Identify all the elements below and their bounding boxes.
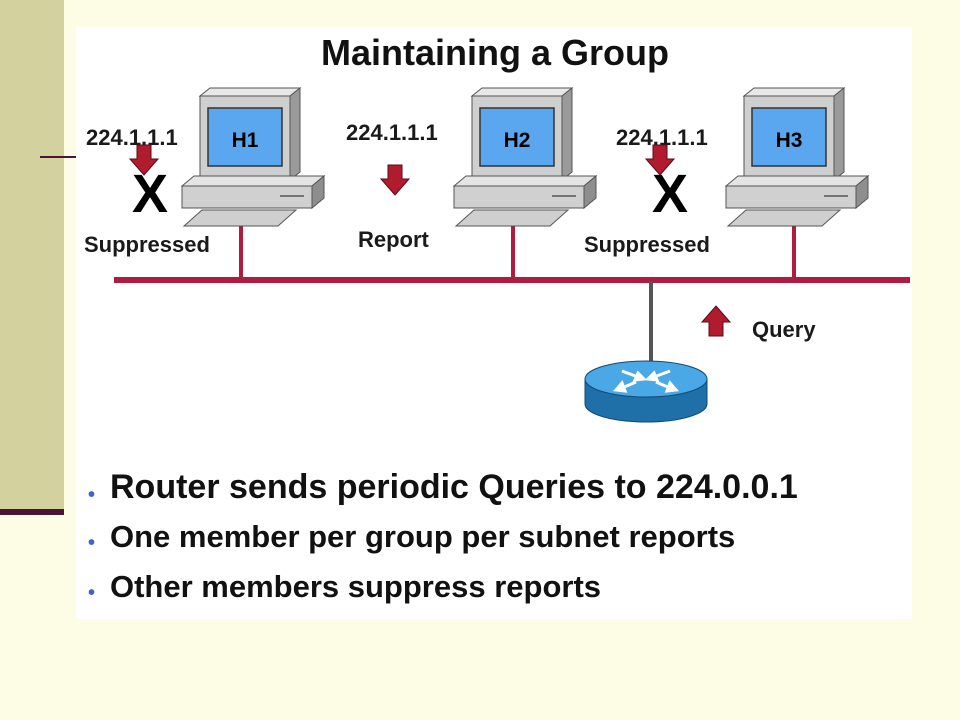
side-bar — [0, 0, 64, 515]
host-2-label: H2 — [504, 129, 531, 152]
host-1-suppressed-mark: X — [132, 164, 168, 224]
host-3-drop-line — [792, 213, 796, 279]
host-2-computer-icon: H2 — [453, 87, 597, 227]
host-1-status: Suppressed — [84, 232, 210, 257]
bullet-dot-icon: • — [88, 532, 96, 554]
query-arrow-icon — [701, 305, 731, 337]
router-query-label: Query — [752, 317, 816, 342]
bullet-text: Router sends periodic Queries to 224.0.0… — [110, 468, 798, 506]
bullet-dot-icon: • — [88, 582, 96, 604]
slide-content: Maintaining a Group H1 224.1.1.1 X Suppr… — [76, 27, 912, 619]
host-3-suppressed-mark: X — [652, 164, 688, 224]
host-1-label: H1 — [232, 129, 259, 152]
bullet-text: Other members suppress reports — [110, 569, 602, 604]
host-2-drop-line — [511, 213, 515, 279]
host-1-group-address: 224.1.1.1 — [86, 125, 178, 150]
host-2-group-address: 224.1.1.1 — [346, 120, 438, 145]
diagram-title: Maintaining a Group — [321, 32, 669, 73]
side-bar-underline — [0, 509, 64, 515]
bullet-item: • One member per group per subnet report… — [88, 519, 798, 569]
bullet-text: One member per group per subnet reports — [110, 519, 736, 554]
host-2-arrow-icon — [380, 164, 410, 196]
host-3-computer-icon: H3 — [725, 87, 869, 227]
router-drop-line — [649, 281, 653, 371]
network-diagram: Maintaining a Group H1 224.1.1.1 X Suppr… — [84, 32, 910, 423]
host-3-status: Suppressed — [584, 232, 710, 257]
bullet-list: • Router sends periodic Queries to 224.0… — [88, 467, 798, 619]
title-tick-line — [40, 156, 76, 158]
router-icon — [584, 360, 708, 423]
bullet-item: • Other members suppress reports — [88, 569, 798, 619]
host-2-status: Report — [358, 227, 430, 252]
host-3-label: H3 — [776, 129, 803, 152]
bullet-item: • Router sends periodic Queries to 224.0… — [88, 467, 798, 519]
host-1-computer-icon: H1 — [181, 87, 325, 227]
bullet-dot-icon: • — [88, 484, 96, 506]
network-bus — [114, 277, 910, 283]
host-1-drop-line — [239, 213, 243, 279]
